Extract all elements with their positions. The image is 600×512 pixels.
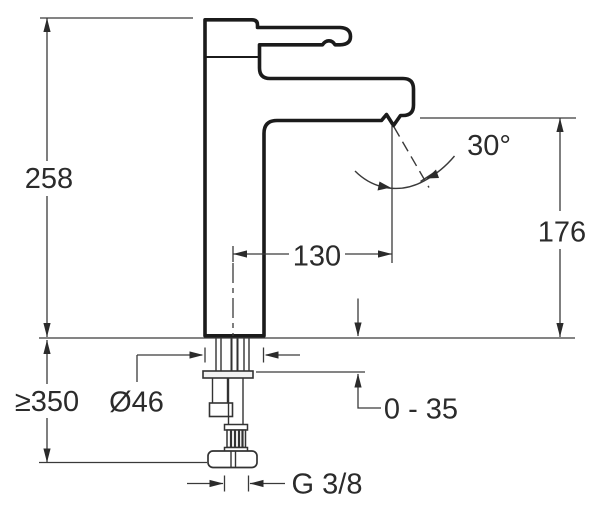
mounting-rod — [208, 378, 234, 418]
faucet-outline — [203, 18, 416, 338]
arrowhead — [43, 340, 51, 354]
arrowhead — [209, 479, 224, 488]
dim-outlet-angle-label: 30° — [467, 130, 511, 162]
dim-spout-height-label: 176 — [538, 217, 586, 249]
arrowhead — [378, 250, 392, 258]
angle-arc — [354, 155, 456, 190]
dim-connection-thread-label: G 3/8 — [292, 469, 363, 501]
dim-spout-reach — [232, 126, 393, 336]
hose-collar-top — [223, 423, 249, 431]
dim-base-diameter-label: Ø46 — [109, 387, 164, 419]
supply-hose — [207, 378, 258, 469]
arrowhead — [43, 323, 51, 337]
arrowhead — [264, 351, 279, 359]
hose-hex-nut — [207, 450, 258, 469]
dim-overall-height-label: 258 — [25, 163, 73, 195]
extension-lines — [39, 17, 576, 464]
dim-deck-thickness — [357, 298, 381, 409]
arrowhead — [233, 250, 247, 258]
base-washer — [202, 370, 254, 379]
mounting-nut — [208, 402, 234, 418]
dim-min-clearance-label: ≥350 — [15, 386, 79, 418]
arrowhead — [354, 322, 362, 337]
arrowhead — [43, 448, 51, 463]
arrowhead — [556, 323, 564, 337]
arrowhead — [354, 373, 362, 388]
arrowhead — [43, 18, 51, 32]
dim-deck-thickness-label: 0 - 35 — [384, 394, 458, 426]
under-counter-assembly — [202, 337, 258, 469]
arrowhead — [189, 351, 204, 359]
arrowhead — [249, 479, 264, 488]
faucet-body — [203, 18, 416, 338]
supply-tails — [215, 337, 250, 371]
dim-connection-thread — [187, 475, 285, 492]
dim-outlet-angle — [354, 126, 456, 190]
arrowhead — [426, 169, 439, 179]
arrowhead — [377, 181, 391, 191]
dim-spout-reach-label: 130 — [293, 241, 341, 273]
angle-dashed-line — [393, 126, 430, 188]
arrowhead — [556, 118, 564, 132]
